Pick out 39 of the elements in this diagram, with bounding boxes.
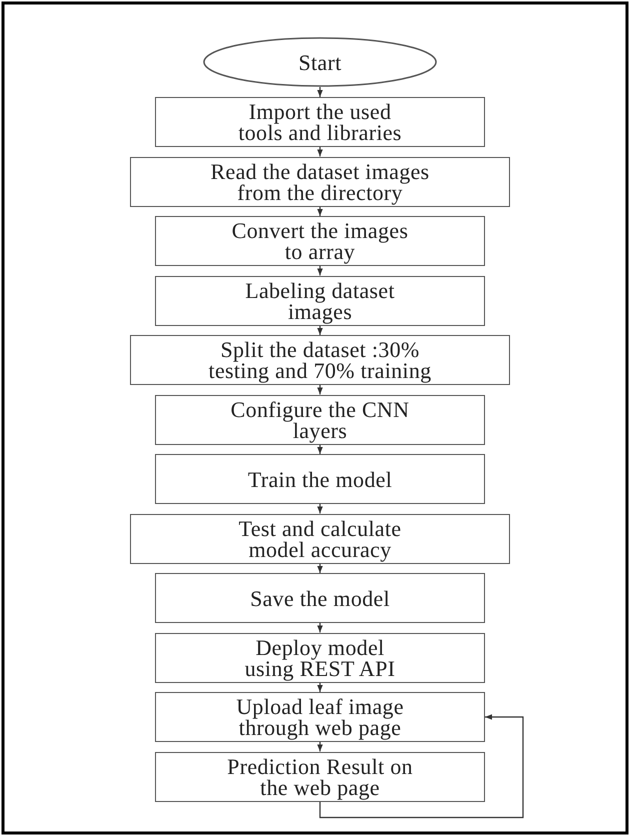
arrow <box>317 742 323 752</box>
process-box <box>155 573 485 623</box>
arrow <box>317 564 323 573</box>
step-label: Test and calculate model accuracy <box>238 518 402 560</box>
step-label: Labeling dataset images <box>244 280 396 322</box>
process-box <box>130 156 510 206</box>
arrow <box>317 87 323 97</box>
arrow <box>317 504 323 514</box>
step-label: Read the dataset images from the directory <box>210 160 430 202</box>
process-box <box>155 692 485 742</box>
start-ellipse <box>203 37 437 87</box>
arrow <box>319 714 524 818</box>
process-box <box>155 216 485 266</box>
arrow <box>317 147 323 156</box>
arrow <box>317 326 323 335</box>
arrow <box>317 385 323 394</box>
step-label: Upload leaf image through web page <box>235 696 405 738</box>
process-box <box>130 335 510 385</box>
step-label: Split the dataset :30% testing and 70% training <box>208 339 432 381</box>
process-box <box>155 97 485 147</box>
arrow <box>317 266 323 276</box>
step-label: Convert the images to array <box>230 220 410 262</box>
arrow <box>317 444 323 454</box>
step-label: Deploy model using REST API <box>244 636 396 678</box>
step-label: Prediction Result on the web page <box>226 756 414 798</box>
arrow <box>317 682 323 692</box>
step-label: Save the model <box>250 588 390 608</box>
process-box <box>155 632 485 682</box>
process-box <box>155 276 485 326</box>
step-label: Import the used tools and libraries <box>237 101 403 143</box>
process-box <box>155 752 485 802</box>
arrow <box>317 206 323 216</box>
step-label: Start <box>298 52 342 72</box>
step-label: Configure the CNN layers <box>230 398 410 440</box>
process-box <box>130 514 510 564</box>
arrow <box>317 623 323 632</box>
process-box <box>155 394 485 444</box>
step-label: Train the model <box>248 468 392 490</box>
process-box <box>155 454 485 504</box>
